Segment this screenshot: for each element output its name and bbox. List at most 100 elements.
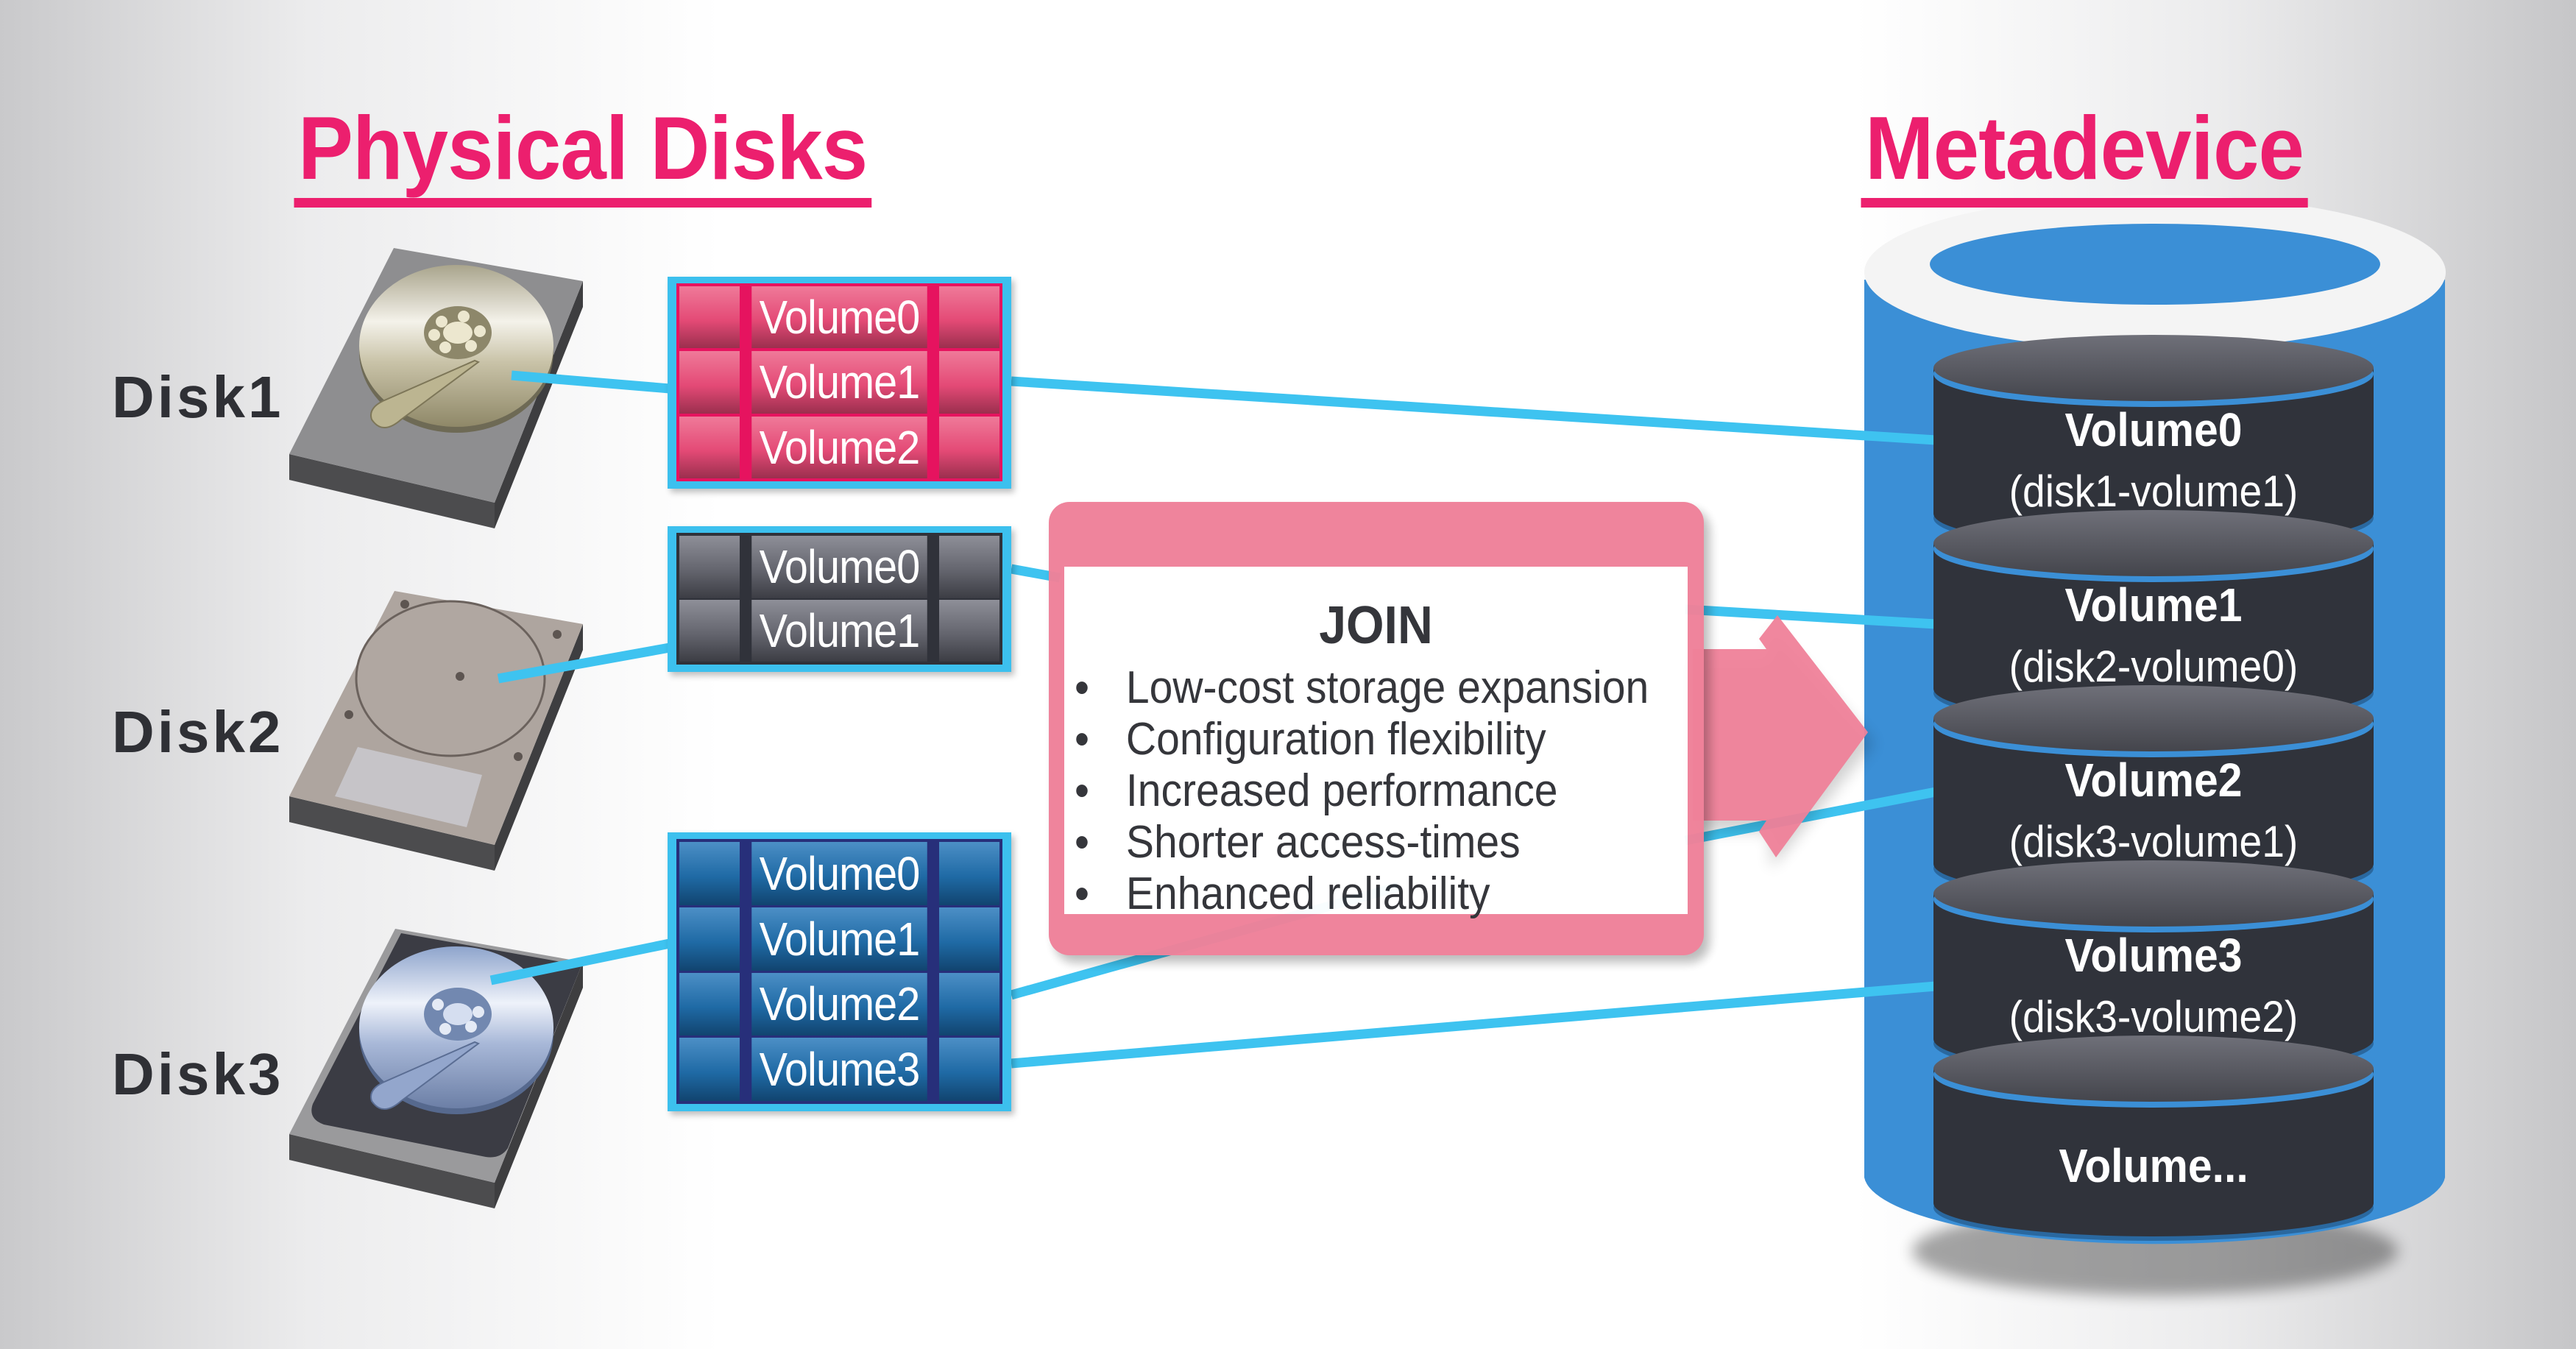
connector-join-to-meta-volume1: [1685, 604, 1936, 629]
volume-label: Volume0: [751, 536, 927, 598]
join-benefits-list: • Low-cost storage expansion • Configurati…: [1075, 662, 1699, 920]
disk2-icon: [289, 591, 583, 871]
volume-side-cell: [679, 907, 740, 971]
slab-top: [1933, 335, 2374, 401]
slab-body: [1933, 893, 2374, 1072]
disk3-icon: [289, 929, 583, 1208]
join-title: JOIN: [1319, 596, 1433, 655]
volume-side-cell: [939, 1038, 999, 1101]
volume-label: Volume1: [751, 351, 927, 414]
volume-label: Volume1: [751, 599, 927, 662]
meta-slab-0: [1933, 335, 2374, 551]
volume-label: Volume0: [751, 286, 927, 349]
slab-top: [1933, 1035, 2374, 1102]
metadevice-heading-text: Metadevice: [1865, 98, 2304, 198]
metadevice-underline: [1861, 198, 2308, 208]
volume-side-cell: [679, 599, 740, 662]
slab-top: [1933, 685, 2374, 751]
physical-disks-heading-text: Physical Disks: [298, 98, 868, 198]
physical-disks-heading: Physical Disks: [294, 103, 871, 208]
meta-volume2[interactable]: Volume2 (disk3-volume1): [1933, 757, 2374, 864]
volume-side-cell: [679, 842, 740, 905]
meta-volume3[interactable]: Volume3 (disk3-volume2): [1933, 932, 2374, 1039]
metadevice-heading: Metadevice: [1861, 103, 2308, 208]
benefit-text: Low-cost storage expansion: [1125, 662, 1649, 713]
volume-side-cell: [679, 416, 740, 478]
join-content: JOIN • Low-cost storage expansion • Config…: [1064, 567, 1688, 919]
volume-label: Volume0: [751, 842, 927, 905]
disk3-volume2[interactable]: Volume2: [679, 972, 999, 1036]
meta-volume-name: Volume0: [2064, 403, 2243, 456]
benefit-text: Enhanced reliability: [1125, 868, 1490, 919]
join-benefit: • Low-cost storage expansion: [1075, 662, 1649, 714]
benefit-text: Configuration flexibility: [1125, 714, 1546, 765]
disk1-volume1[interactable]: Volume1: [679, 351, 999, 414]
volume-side-cell: [939, 351, 999, 414]
join-benefit: •Increased performance: [1075, 765, 1649, 817]
volume-side-cell: [939, 842, 999, 905]
volume-side-cell: [939, 972, 999, 1036]
connector-disk1: [511, 370, 670, 394]
meta-volume-name: Volume1: [2064, 578, 2243, 631]
volume-side-cell: [679, 536, 740, 598]
bullet-icon: •: [1075, 662, 1089, 713]
metadevice-volume-stack: [1933, 335, 2374, 1241]
volume-side-cell: [679, 1038, 740, 1101]
connector-disk3: [489, 938, 671, 985]
slab-body: [1933, 543, 2374, 722]
meta-volume-name: Volume2: [2064, 754, 2243, 807]
meta-volume0[interactable]: Volume0 (disk1-volume1): [1933, 406, 2374, 514]
disk-connectors: [489, 370, 671, 985]
physical-disks-underline: [294, 198, 871, 208]
connector-disk1-volume1-to-meta-volume0: [1011, 376, 1936, 445]
connector-disk2: [497, 642, 671, 684]
volume-side-cell: [679, 286, 740, 349]
meta-slab-4: [1933, 1035, 2374, 1241]
join-benefit: • Configuration flexibility: [1075, 714, 1649, 765]
disk2-label: Disk2: [112, 699, 284, 765]
volume-label: Volume1: [751, 907, 927, 971]
connector-disk3-volume3-to-meta-volume3: [1011, 981, 1936, 1069]
meta-volume1[interactable]: Volume1 (disk2-volume0): [1933, 581, 2374, 689]
disk1-label: Disk1: [112, 364, 284, 430]
volume-label: Volume3: [751, 1038, 927, 1101]
slab-body: [1933, 718, 2374, 897]
volume-side-cell: [939, 286, 999, 349]
meta-volume-source: (disk1-volume1): [2009, 467, 2299, 516]
disk2-volume-block: Volume0 Volume1: [668, 526, 1011, 672]
disk3-volume1[interactable]: Volume1: [679, 907, 999, 971]
slab-body: [1933, 1069, 2374, 1236]
arrow-shape: [1693, 615, 1868, 857]
meta-volume-name: Volume...: [2059, 1139, 2248, 1192]
meta-volume-source: (disk3-volume1): [2009, 817, 2299, 866]
slab-body: [1933, 368, 2374, 547]
join-benefit: •Shorter access-times: [1075, 817, 1649, 868]
meta-volume-more[interactable]: Volume...: [1933, 1142, 2374, 1189]
bullet-icon: •: [1075, 868, 1089, 919]
bullet-icon: •: [1075, 714, 1089, 765]
volume-side-cell: [939, 599, 999, 662]
disk3-label: Disk3: [112, 1041, 284, 1107]
join-benefit: • Enhanced reliability: [1075, 868, 1649, 920]
benefit-text: Shorter access-times: [1125, 817, 1521, 868]
disk3-volume0[interactable]: Volume0: [679, 842, 999, 905]
disk2-volume0[interactable]: Volume0: [679, 536, 999, 598]
disk1-volume2[interactable]: Volume2: [679, 416, 999, 478]
disk2-volume1[interactable]: Volume1: [679, 599, 999, 662]
meta-volume-source: (disk3-volume2): [2009, 992, 2299, 1041]
volume-side-cell: [679, 972, 740, 1036]
benefit-text: Increased performance: [1125, 765, 1558, 816]
join-arrow: [1693, 615, 1874, 868]
disk3-volume3[interactable]: Volume3: [679, 1038, 999, 1101]
disk1-volume0[interactable]: Volume0: [679, 286, 999, 349]
slab-top: [1933, 860, 2374, 927]
disk3-volume-block: Volume0 Volume1 Volume2 Volume3: [668, 832, 1011, 1111]
volume-side-cell: [939, 416, 999, 478]
volume-label: Volume2: [751, 972, 927, 1036]
volume-side-cell: [679, 351, 740, 414]
slab-top: [1933, 510, 2374, 576]
volume-label: Volume2: [751, 416, 927, 478]
join-box: JOIN • Low-cost storage expansion • Config…: [1049, 502, 1704, 955]
disk1-volume-block: Volume0 Volume1 Volume2: [668, 277, 1011, 489]
